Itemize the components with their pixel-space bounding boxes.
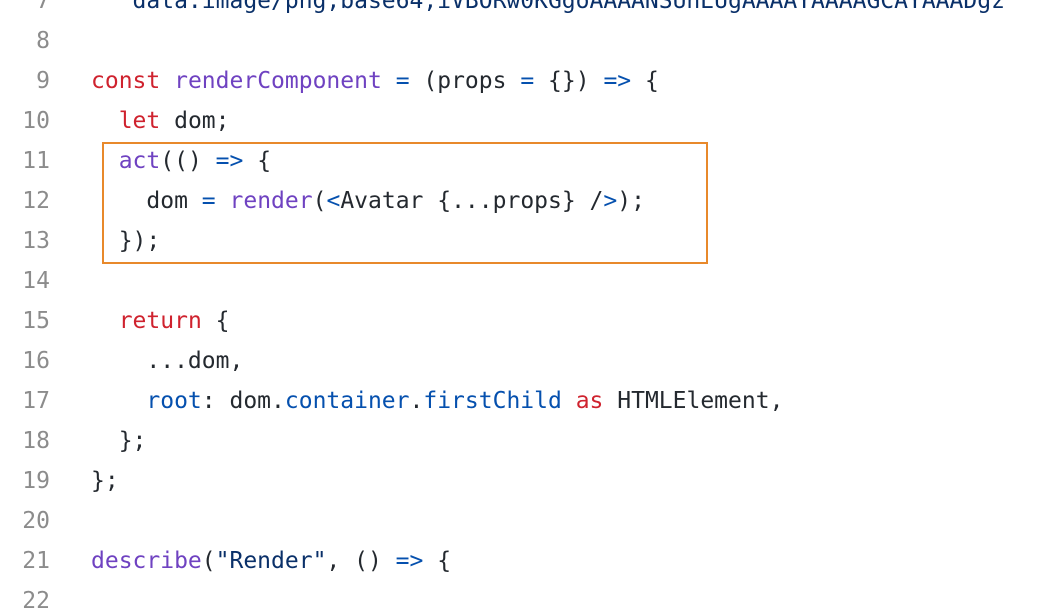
code-text: {	[423, 548, 452, 574]
code-text: (()	[160, 148, 216, 174]
line-number: 12	[22, 188, 50, 214]
code-text: {	[201, 308, 230, 334]
code-line: 10 let dom;	[0, 100, 1040, 140]
code-text: ...dom,	[91, 348, 244, 374]
code-content: describe("Render", () => {	[91, 549, 451, 573]
code-text: });	[91, 228, 161, 254]
code-line: 17 root: dom.container.firstChild as HTM…	[0, 380, 1040, 420]
code-line: 7 "data:image/png;base64,iVBORw0KGgoAAAA…	[0, 0, 1040, 20]
code-content: act(() => {	[91, 149, 271, 173]
code-line: 14	[0, 260, 1040, 300]
code-text: (	[201, 548, 216, 574]
keyword-token: let	[118, 108, 161, 134]
property-token: container	[284, 388, 410, 414]
code-line: 21 describe("Render", () => {	[0, 540, 1040, 580]
line-number: 16	[22, 348, 50, 374]
code-text: HTMLElement,	[603, 388, 784, 414]
string-token: "data:image/png;base64,iVBORw0KGgoAAAANS…	[91, 0, 1005, 14]
code-text	[160, 68, 174, 94]
code-content: });	[91, 228, 161, 254]
line-number: 14	[22, 268, 50, 294]
line-number: 21	[22, 548, 50, 574]
line-number: 18	[22, 428, 50, 454]
code-line: 11 act(() => {	[0, 140, 1040, 180]
code-content: };	[91, 428, 147, 454]
line-number: 9	[36, 68, 50, 94]
code-content: };	[91, 469, 119, 493]
line-number: 10	[22, 108, 50, 134]
code-text	[91, 388, 146, 414]
keyword-token: as	[575, 388, 604, 414]
operator-token: =>	[215, 148, 244, 174]
code-text: : dom.	[201, 388, 285, 414]
code-content: root: dom.container.firstChild as HTMLEl…	[91, 389, 783, 413]
line-number: 20	[22, 508, 50, 534]
operator-token: =>	[603, 68, 632, 94]
code-text: {})	[534, 68, 604, 94]
function-token: render	[229, 188, 313, 214]
operator-token: <	[326, 188, 341, 214]
code-line: 9 const renderComponent = (props = {}) =>…	[0, 60, 1040, 100]
code-content: const renderComponent = (props = {}) => …	[91, 69, 659, 93]
code-content: ...dom,	[91, 349, 243, 373]
line-number: 7	[36, 0, 50, 14]
code-text	[91, 308, 119, 334]
code-text	[91, 148, 119, 174]
function-token: act	[118, 148, 161, 174]
code-line: 16 ...dom,	[0, 340, 1040, 380]
property-token: root	[146, 388, 202, 414]
operator-token: =>	[395, 548, 424, 574]
line-number: 11	[22, 148, 50, 174]
code-text	[562, 388, 576, 414]
code-line: 22	[0, 580, 1040, 612]
operator-token: =	[520, 68, 535, 94]
code-text	[91, 108, 119, 134]
line-number: 19	[22, 468, 50, 494]
code-line: 20	[0, 500, 1040, 540]
code-line: 18 };	[0, 420, 1040, 460]
code-text: .	[409, 388, 424, 414]
code-text: Avatar {...props} /	[340, 188, 604, 214]
code-line: 19};	[0, 460, 1040, 500]
code-line: 8	[0, 20, 1040, 60]
code-text: (	[312, 188, 327, 214]
line-number: 22	[22, 588, 50, 612]
code-content: dom = render(<Avatar {...props} />);	[91, 189, 645, 213]
code-text: };	[91, 468, 119, 494]
line-number: 15	[22, 308, 50, 334]
keyword-token: return	[118, 308, 202, 334]
line-number: 8	[36, 28, 50, 54]
operator-token: >	[603, 188, 618, 214]
code-text: };	[91, 428, 147, 454]
operator-token: =	[201, 188, 216, 214]
code-line: 13 });	[0, 220, 1040, 260]
code-line: 12 dom = render(<Avatar {...props} />);	[0, 180, 1040, 220]
code-content: "data:image/png;base64,iVBORw0KGgoAAAANS…	[91, 0, 1005, 13]
code-content: return {	[91, 309, 230, 333]
string-token: "Render"	[215, 548, 327, 574]
operator-token: =	[395, 68, 410, 94]
line-number: 17	[22, 388, 50, 414]
code-text: (props	[409, 68, 521, 94]
code-text: , ()	[326, 548, 396, 574]
line-number: 13	[22, 228, 50, 254]
code-text: {	[631, 68, 659, 94]
code-text	[382, 68, 396, 94]
code-text	[216, 188, 230, 214]
code-text: dom;	[160, 108, 230, 134]
code-text: );	[617, 188, 645, 214]
function-token: renderComponent	[174, 68, 382, 94]
function-token: describe	[91, 548, 202, 574]
property-token: firstChild	[423, 388, 562, 414]
code-content: let dom;	[91, 109, 230, 133]
code-line: 15 return {	[0, 300, 1040, 340]
code-text: dom	[91, 188, 202, 214]
code-text: {	[243, 148, 272, 174]
keyword-token: const	[91, 68, 161, 94]
